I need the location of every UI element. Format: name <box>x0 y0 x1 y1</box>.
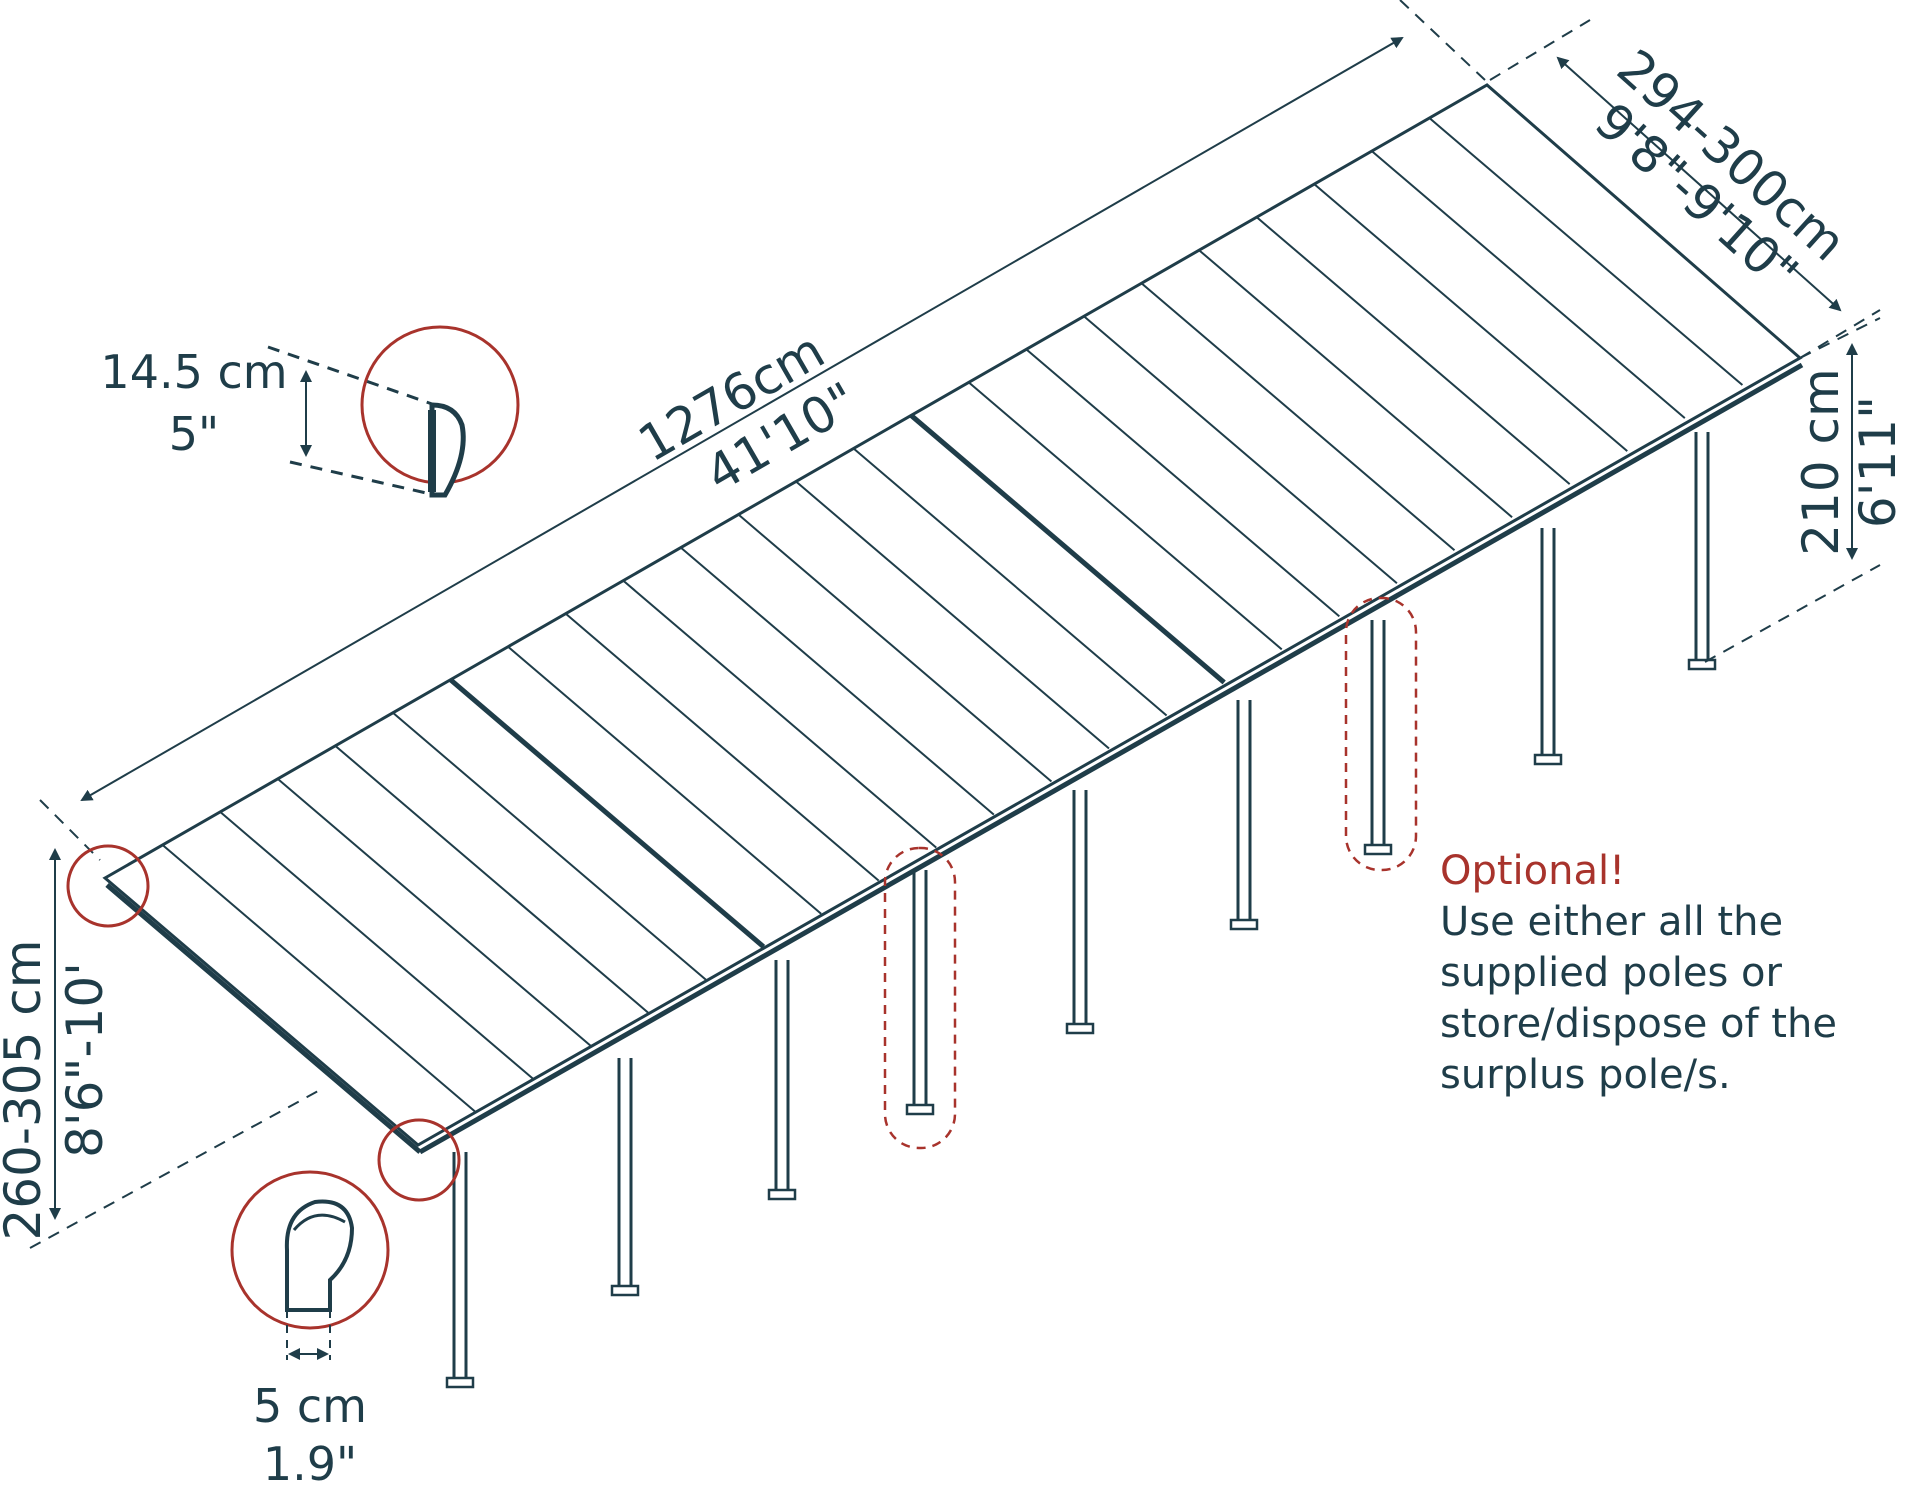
roof-panel-line <box>1025 348 1340 618</box>
roof-panel-line <box>334 745 649 1014</box>
roof-panel-line <box>622 579 937 849</box>
roof-panel-line <box>909 413 1226 685</box>
support-pole <box>445 1152 475 1389</box>
roof-panel-line <box>565 612 880 882</box>
support-pole <box>1363 620 1393 856</box>
roof-panel-line <box>795 480 1110 750</box>
roof-panel-line <box>1083 315 1398 585</box>
roof-panel-line <box>392 712 707 981</box>
optional-note-line-2: supplied poles or <box>1440 950 1782 996</box>
support-pole <box>1687 432 1717 671</box>
support-pole <box>1229 700 1259 931</box>
roof-panel-line <box>1140 282 1456 552</box>
optional-pole-highlight-1 <box>883 846 957 1150</box>
roof-panel-line <box>219 811 534 1080</box>
roof-panel-line <box>161 844 477 1113</box>
roof-panel-line <box>680 546 995 816</box>
roof-panel-line <box>968 381 1283 651</box>
support-pole <box>905 870 935 1116</box>
pole-width-cm-label: 5 cm <box>253 1379 367 1433</box>
front-height-dimension <box>1704 317 1881 663</box>
support-pole <box>1065 790 1095 1035</box>
back-height-dimension <box>29 848 321 1249</box>
profile-height-cm-label: 14.5 cm <box>100 345 287 399</box>
pole-width-in-label: 1.9" <box>263 1437 357 1489</box>
profile-height-in-label: 5" <box>169 407 219 461</box>
optional-note-line-4: surplus pole/s. <box>1440 1052 1731 1098</box>
support-poles <box>445 432 1717 1389</box>
roof-panel-line <box>277 778 592 1047</box>
optional-title: Optional! <box>1440 848 1626 894</box>
support-pole <box>1533 528 1563 766</box>
back-height-ft-label: 8'6"-10' <box>56 962 114 1158</box>
profile-detail <box>267 325 520 498</box>
corner-detail-top <box>66 844 150 928</box>
optional-pole-highlight-2 <box>1344 596 1418 872</box>
roof-panel-line <box>1313 183 1628 452</box>
optional-note: Optional! Use either all the supplied po… <box>1440 846 1880 1101</box>
support-pole <box>610 1058 640 1297</box>
optional-note-line-3: store/dispose of the <box>1440 1001 1837 1047</box>
roof-panel-line <box>1256 216 1571 485</box>
pole-detail <box>230 1170 390 1360</box>
roof-panel-line <box>852 447 1168 717</box>
roof-panel-line <box>448 677 766 949</box>
front-height-cm-label: 210 cm <box>1792 368 1850 556</box>
roof-panel-line <box>1198 249 1513 518</box>
width-dimension <box>1489 19 1881 359</box>
front-height-ft-label: 6'11" <box>1849 396 1906 528</box>
corner-detail-bottom <box>377 1118 461 1202</box>
support-pole <box>767 960 797 1201</box>
optional-note-line-1: Use either all the <box>1440 899 1784 945</box>
roof-panel-line <box>507 645 822 915</box>
roof-panel-line <box>1371 150 1686 419</box>
back-height-cm-label: 260-305 cm <box>0 939 52 1240</box>
roof-panel-line <box>737 513 1053 783</box>
